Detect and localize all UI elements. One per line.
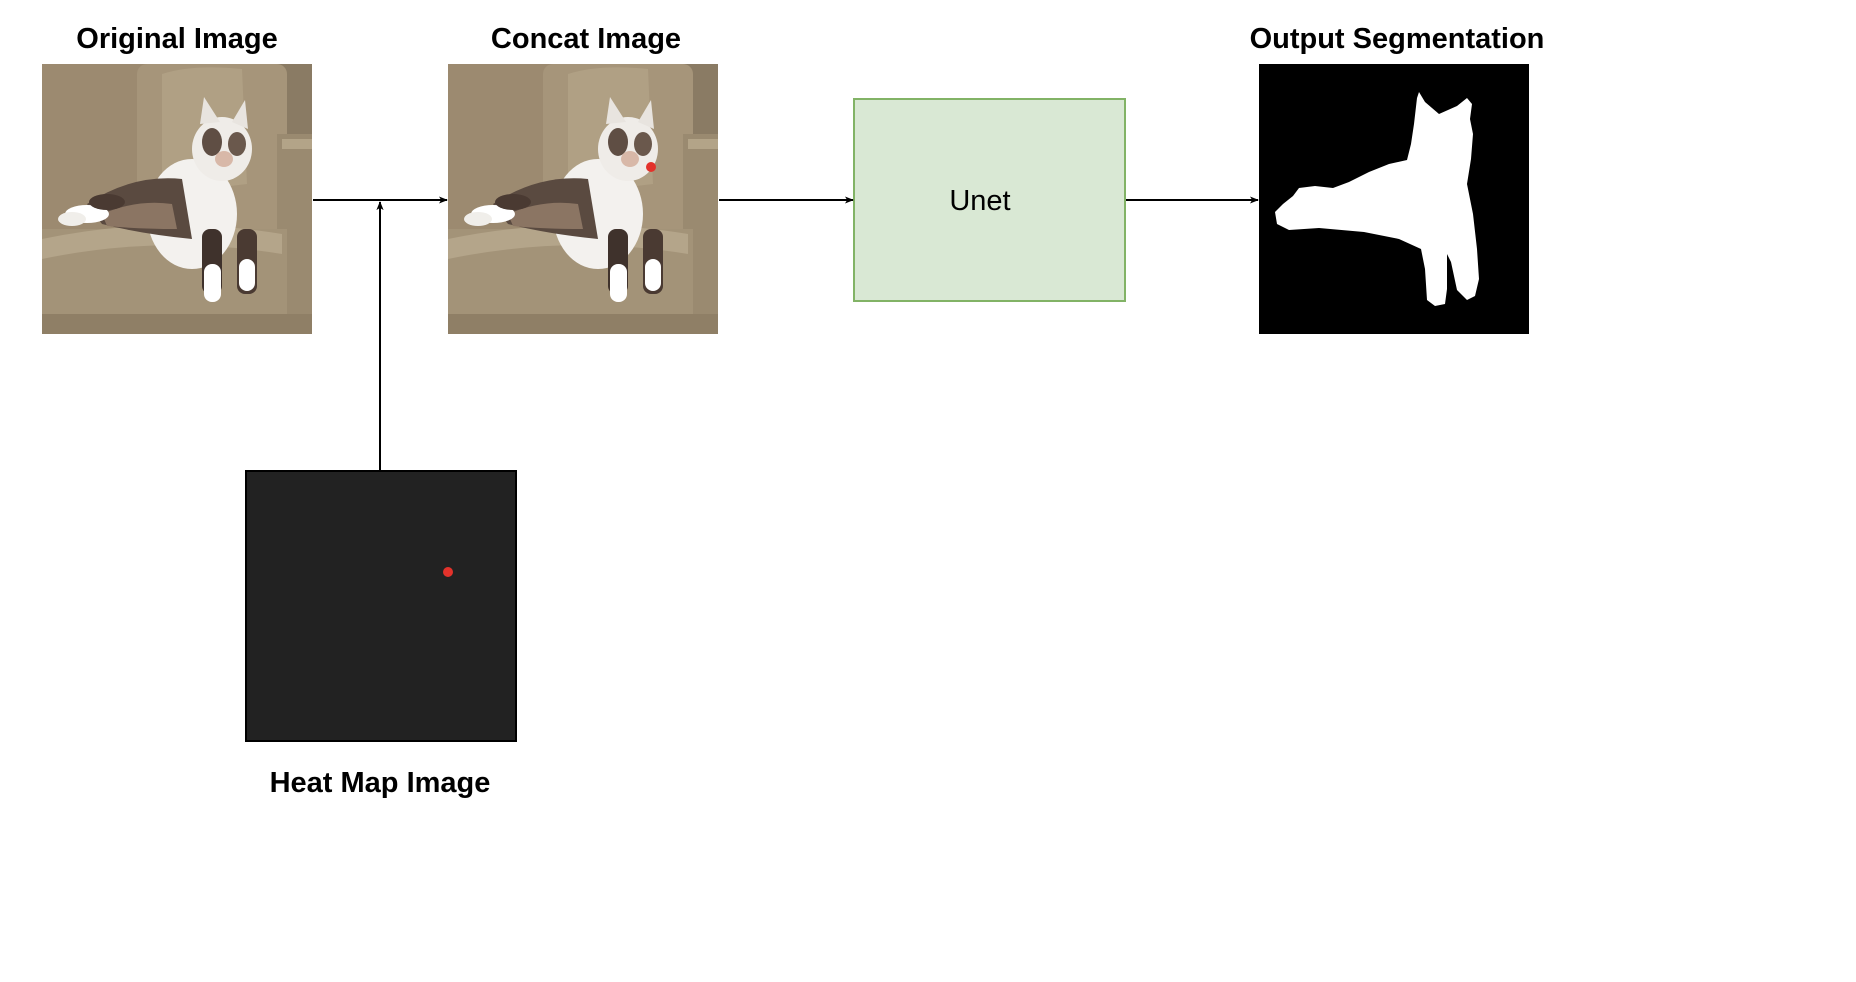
heat-map-image-title: Heat Map Image (270, 767, 491, 799)
cat-on-sofa-photo-icon (42, 64, 312, 334)
cat-segmentation-mask-icon (1275, 92, 1479, 306)
concat-image-title: Concat Image (491, 23, 681, 55)
original-image-title: Original Image (76, 23, 277, 55)
click-point-dot-icon (443, 567, 453, 577)
click-point-dot-icon (646, 162, 656, 172)
cat-on-sofa-photo-icon (448, 64, 718, 334)
output-segmentation-node[interactable] (1259, 64, 1529, 334)
heat-map-box (245, 470, 517, 742)
unet-label: Unet (949, 185, 1010, 217)
unet-node[interactable]: Unet (853, 98, 1126, 302)
unet-box (853, 98, 1126, 302)
heat-map-image-node[interactable] (245, 470, 517, 742)
concat-image-node[interactable] (448, 64, 718, 334)
output-segmentation-title: Output Segmentation (1250, 23, 1545, 55)
original-image-node[interactable] (42, 64, 312, 334)
